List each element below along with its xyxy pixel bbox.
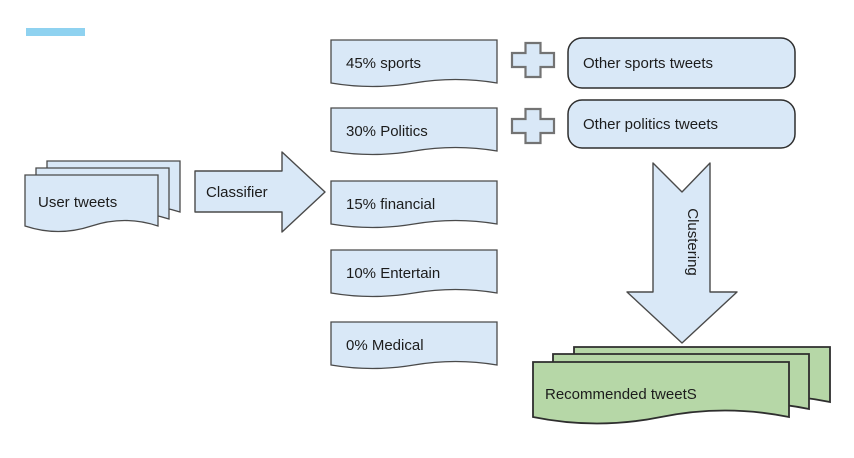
clustering-label: Clustering xyxy=(684,208,701,276)
category-doc-entertain: 10% Entertain xyxy=(330,249,498,298)
category-doc-medical-shape xyxy=(330,321,498,370)
category-doc-medical: 0% Medical xyxy=(330,321,498,370)
other-sports-node: Other sports tweets xyxy=(567,37,796,89)
classifier-arrow: Classifier xyxy=(194,151,326,233)
recommended-doc-front xyxy=(532,361,790,425)
user-tweets-label: User tweets xyxy=(38,194,117,211)
other-sports-node-shape xyxy=(567,37,796,89)
user-tweets-stack: User tweets xyxy=(24,160,181,233)
plus-icon xyxy=(510,107,556,145)
category-doc-sports-label: 45% sports xyxy=(346,55,421,72)
category-doc-financial-shape xyxy=(330,180,498,229)
recommended-tweets-label: Recommended tweetS xyxy=(545,386,697,403)
other-politics-node-shape xyxy=(567,99,796,149)
recommended-tweets-stack: Recommended tweetS xyxy=(532,346,831,425)
clustering-arrow-shape xyxy=(626,162,738,344)
classifier-label: Classifier xyxy=(206,184,268,201)
plus-icon xyxy=(510,41,556,79)
category-doc-entertain-shape xyxy=(330,249,498,298)
category-doc-sports: 45% sports xyxy=(330,39,498,88)
accent-bar xyxy=(26,28,85,36)
category-doc-medical-label: 0% Medical xyxy=(346,337,424,354)
other-politics-label: Other politics tweets xyxy=(583,116,718,133)
category-doc-politics: 30% Politics xyxy=(330,107,498,156)
category-doc-financial-label: 15% financial xyxy=(346,196,435,213)
classifier-arrow-shape xyxy=(194,151,326,233)
user-tweets-doc-front xyxy=(24,174,159,233)
clustering-arrow: Clustering xyxy=(626,162,738,344)
other-sports-label: Other sports tweets xyxy=(583,55,713,72)
category-doc-financial: 15% financial xyxy=(330,180,498,229)
category-doc-sports-shape xyxy=(330,39,498,88)
category-doc-politics-label: 30% Politics xyxy=(346,123,428,140)
category-doc-politics-shape xyxy=(330,107,498,156)
other-politics-node: Other politics tweets xyxy=(567,99,796,149)
category-doc-entertain-label: 10% Entertain xyxy=(346,265,440,282)
